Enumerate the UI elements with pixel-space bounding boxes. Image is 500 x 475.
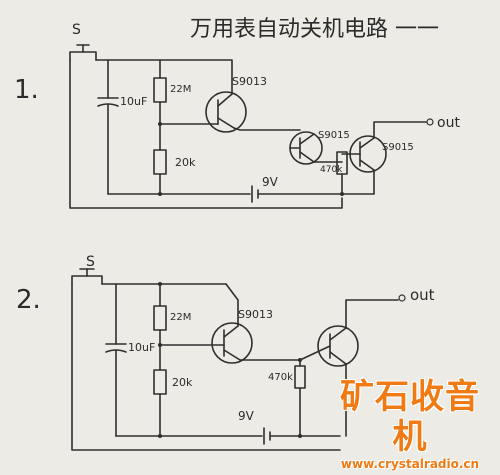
circuit-1-out-label: out [437, 115, 460, 131]
circuit-1-battery: 9V [251, 175, 343, 203]
circuit-1-number: 1. [14, 75, 39, 105]
watermark-url: www.crystalradio.cn [340, 457, 480, 471]
circuit-2-out-label: out [410, 286, 435, 304]
watermark-logo: 矿石收音机 www.crystalradio.cn [326, 377, 494, 471]
circuit-1: 1. S 10uF 22M 20k [14, 22, 460, 209]
circuit-2-battery: 9V [238, 409, 341, 445]
circuit-1-q1-transistor: S9013 [159, 59, 301, 133]
circuit-1-resistor-470k: 470k [320, 151, 348, 195]
circuit-1-q2-transistor: S9015 [289, 130, 350, 165]
circuit-1-capacitor: 10uF [97, 59, 147, 195]
circuit-2-resistor-22m: 22M [153, 283, 191, 371]
circuit-2-r3-label: 470k [268, 372, 293, 383]
circuit-2-q2-transistor [299, 299, 399, 437]
circuit-1-capacitor-label: 10uF [120, 95, 147, 108]
circuit-1-switch: S [69, 22, 97, 61]
circuit-1-q2-label: S9015 [318, 130, 350, 141]
circuit-1-q3-label: S9015 [382, 142, 414, 153]
circuit-1-resistor-20k: 20k [153, 149, 196, 195]
circuit-1-r2-label: 20k [175, 156, 196, 169]
circuit-1-resistor-22m: 22M [153, 77, 191, 151]
circuit-2-r1-label: 22M [170, 312, 191, 323]
circuit-2-r2-label: 20k [172, 376, 193, 389]
circuit-1-battery-label: 9V [262, 175, 279, 189]
circuit-2-capacitor-label: 10uF [128, 341, 155, 354]
circuit-2-number: 2. [16, 285, 41, 315]
circuit-1-q3-transistor: S9015 [341, 121, 427, 195]
circuit-1-switch-label: S [72, 22, 81, 38]
circuit-1-r3-label: 470k [320, 165, 343, 175]
circuit-2-capacitor: 10uF [105, 283, 155, 437]
circuit-2-resistor-470k: 470k [268, 365, 306, 437]
circuit-2-switch: S [71, 254, 103, 285]
circuit-1-q1-label: S9013 [232, 75, 267, 88]
circuit-2-q1-label: S9013 [238, 308, 273, 321]
circuit-1-r1-label: 22M [170, 84, 191, 95]
watermark-text: 矿石收音机 [340, 377, 480, 457]
circuit-2: 2. S 10uF 22M [16, 254, 435, 451]
circuit-2-q1-transistor: S9013 [159, 283, 301, 367]
circuit-2-battery-label: 9V [238, 409, 255, 423]
diagram-title: 万用表自动关机电路 一一 [190, 17, 439, 42]
circuit-2-switch-label: S [86, 254, 95, 270]
circuit-2-resistor-20k: 20k [153, 369, 193, 437]
